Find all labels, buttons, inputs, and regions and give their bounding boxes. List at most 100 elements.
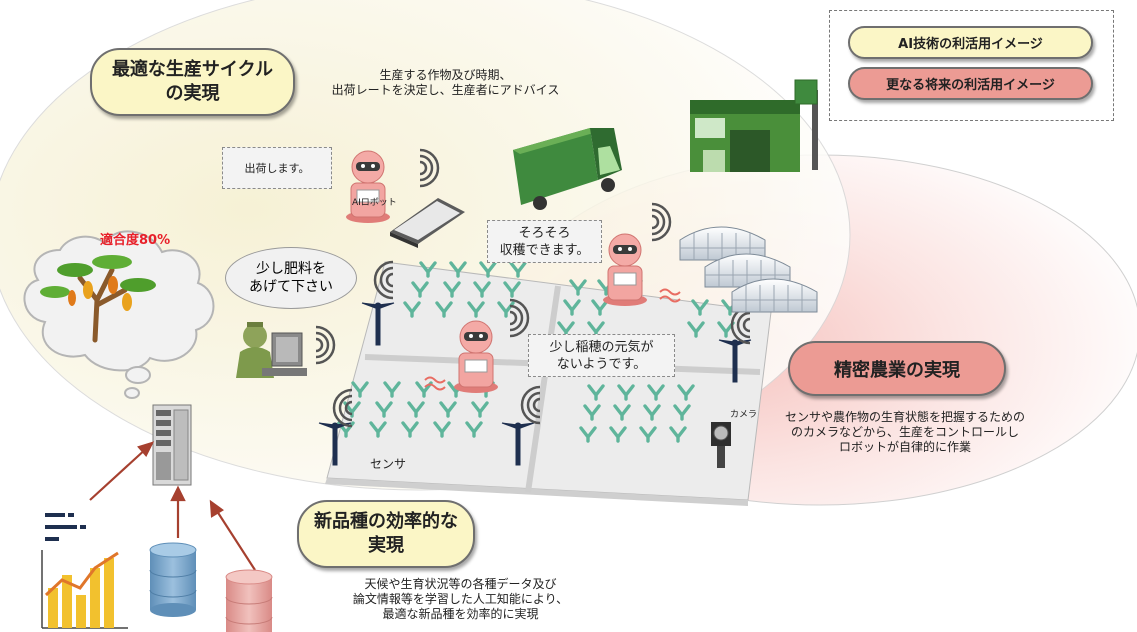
plant-icon xyxy=(673,404,691,421)
plant-icon xyxy=(401,421,419,438)
plant-icon xyxy=(375,401,393,418)
sensor-hub xyxy=(331,422,339,430)
signal-wave xyxy=(651,202,672,242)
sensor-hub xyxy=(731,339,739,347)
precision-title: 精密農業の実現 xyxy=(834,359,960,381)
plant-icon xyxy=(569,279,587,296)
signal-wave xyxy=(509,304,524,332)
plant-icon xyxy=(583,404,601,421)
server-rack-icon xyxy=(152,404,192,486)
plant-icon xyxy=(691,299,709,316)
fertilizer-bubble-line2: あげて下さい xyxy=(249,279,333,295)
sensor-tower-icon xyxy=(375,304,381,346)
cycle-title-line2: の実現 xyxy=(165,83,220,104)
plant-icon xyxy=(439,401,457,418)
legend-future-use: 更なる将来の利活用イメージ xyxy=(848,67,1093,100)
variety-description: 天候や生育状況等の各種データ及び 論文情報等を学習した人工知能により、 最適な新… xyxy=(338,577,583,622)
plant-icon xyxy=(369,421,387,438)
plant-icon xyxy=(609,426,627,443)
plant-icon xyxy=(687,321,705,338)
ai-robot-label: AIロボット xyxy=(352,198,397,208)
plant-icon xyxy=(419,261,437,278)
ship-bubble-text: 出荷します。 xyxy=(244,162,310,175)
sensor-hub xyxy=(514,422,522,430)
plant-icon xyxy=(579,426,597,443)
signal-wave xyxy=(419,160,428,176)
truck-icon xyxy=(513,128,622,210)
plant-icon xyxy=(503,281,521,298)
plant-icon xyxy=(647,384,665,401)
greenhouse-icon xyxy=(731,278,818,313)
variety-title-line2: 実現 xyxy=(368,535,404,556)
sensor-towers xyxy=(318,302,752,466)
plant-icon xyxy=(449,261,467,278)
precision-desc-line1: センサや農作物の生育状態を把握するための xyxy=(784,410,1025,424)
plant-icon xyxy=(403,301,421,318)
signal-wave xyxy=(736,311,751,339)
plant-icon xyxy=(591,299,609,316)
cacao-tree-icon xyxy=(40,255,156,343)
signal-wave xyxy=(651,208,666,236)
database-red-icon xyxy=(225,569,273,632)
signal-wave xyxy=(315,325,336,365)
legend-ai-use: AI技術の利活用イメージ xyxy=(848,26,1093,59)
plant-icon xyxy=(479,261,497,278)
precision-desc-line3: ロボットが自律的に作業 xyxy=(838,440,971,454)
plant-icon xyxy=(433,421,451,438)
precision-description: センサや農作物の生育状態を把握するための のカメラなどから、生産をコントロールし… xyxy=(760,410,1050,455)
signal-wave xyxy=(338,394,353,422)
plant-icon xyxy=(473,281,491,298)
sensor-tower-icon xyxy=(515,424,521,466)
signal-wave xyxy=(509,298,530,338)
chart-document-icon xyxy=(41,513,128,629)
signal-wave xyxy=(315,337,324,353)
sensor-tower-icon xyxy=(332,424,338,466)
heat-squiggle xyxy=(659,288,681,303)
fertilizer-bubble-line1: 少し肥料を xyxy=(256,261,326,277)
rice-bubble: 少し稲穂の元気が ないようです。 xyxy=(528,334,675,377)
rice-bubble-line1: 少し稲穂の元気が xyxy=(549,340,654,355)
variety-desc-line1: 天候や生育状況等の各種データ及び xyxy=(364,577,557,591)
plant-icon xyxy=(467,301,485,318)
ai-robot-icon xyxy=(454,320,498,393)
sensor-label: センサ xyxy=(370,457,407,471)
farmer-at-computer-icon xyxy=(236,322,307,378)
plant-group xyxy=(337,261,739,443)
plant-icon xyxy=(717,321,735,338)
variety-title-pill: 新品種の効率的な 実現 xyxy=(297,500,475,568)
plant-icon xyxy=(669,426,687,443)
harvest-bubble-line2: 収穫できます。 xyxy=(499,243,590,258)
plant-icon xyxy=(443,281,461,298)
legend-ai-use-label: AI技術の利活用イメージ xyxy=(898,37,1043,52)
signal-wave xyxy=(532,397,541,413)
signal-wave xyxy=(742,317,751,333)
greenhouse-icons xyxy=(679,226,818,313)
plant-icon xyxy=(471,401,489,418)
signal-wave xyxy=(379,266,394,294)
precision-desc-line2: のカメラなどから、生産をコントロールし xyxy=(790,425,1019,439)
plant-icon xyxy=(643,404,661,421)
variety-desc-line3: 最適な新品種を効率的に実現 xyxy=(382,607,539,621)
plant-icon xyxy=(509,261,527,278)
plant-icon xyxy=(465,421,483,438)
cycle-description: 生産する作物及び時期、 出荷レートを決定し、生産者にアドバイス xyxy=(318,68,573,98)
sensor-tower-icon xyxy=(732,341,738,383)
precision-title-pill: 精密農業の実現 xyxy=(788,341,1006,396)
database-blue-icon xyxy=(149,542,197,617)
plant-icon xyxy=(563,299,581,316)
plant-icon xyxy=(383,381,401,398)
camera-label: カメラ xyxy=(730,410,758,420)
legend-future-use-label: 更なる将来の利活用イメージ xyxy=(886,78,1055,93)
plant-icon xyxy=(415,381,433,398)
sensor-hub xyxy=(374,302,382,310)
signal-wave xyxy=(315,331,330,359)
variety-title-line1: 新品種の効率的な xyxy=(314,511,458,532)
signal-wave xyxy=(520,385,541,425)
harvest-bubble: そろそろ 収穫できます。 xyxy=(487,220,602,263)
fertilizer-bubble: 少し肥料を あげて下さい xyxy=(225,247,357,309)
suitability-label: 適合度80% xyxy=(100,233,171,248)
plant-icon xyxy=(351,381,369,398)
cycle-title-line1: 最適な生産サイクル xyxy=(111,59,274,80)
signal-wave xyxy=(373,260,394,300)
variety-desc-line2: 論文情報等を学習した人工知能により、 xyxy=(352,592,569,606)
